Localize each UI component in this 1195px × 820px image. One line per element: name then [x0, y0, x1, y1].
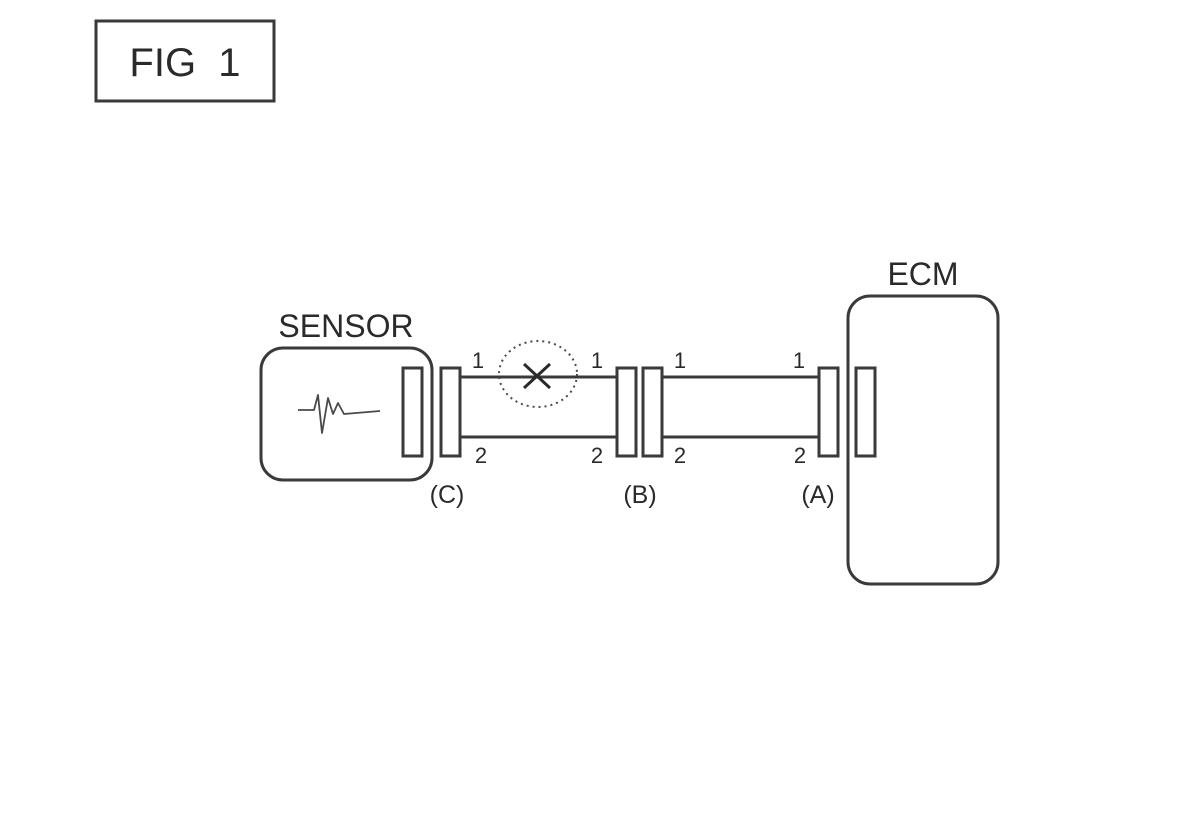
connector-c — [439, 366, 462, 458]
fault-circle — [498, 340, 578, 408]
sensor-box — [259, 346, 434, 482]
connector-c-label: (C) — [430, 481, 465, 509]
sensor-label: SENSOR — [278, 308, 413, 344]
pin-b-left-1: 1 — [591, 348, 603, 373]
pin-b-right-1: 1 — [674, 348, 686, 373]
ecm-label: ECM — [887, 256, 958, 292]
ecm-box — [846, 294, 1000, 586]
pin-a-2: 2 — [794, 443, 806, 468]
connector-a — [817, 366, 840, 458]
pin-b-right-2: 2 — [674, 443, 686, 468]
connector-a-label: (A) — [801, 481, 834, 509]
pin-c-1: 1 — [472, 348, 484, 373]
fault-x-icon — [522, 362, 552, 390]
connector-b-label: (B) — [623, 481, 656, 509]
connector-b-left — [615, 366, 638, 458]
connector-b-right — [641, 366, 664, 458]
sensor-signal-icon — [298, 394, 381, 434]
pin-b-left-2: 2 — [591, 443, 603, 468]
sensor-connector — [401, 366, 424, 458]
figure-label: FIG 1 — [129, 41, 240, 85]
pin-c-2: 2 — [475, 443, 487, 468]
pin-a-1: 1 — [793, 348, 805, 373]
figure-label-box — [94, 19, 276, 103]
ecm-connector — [854, 366, 877, 458]
